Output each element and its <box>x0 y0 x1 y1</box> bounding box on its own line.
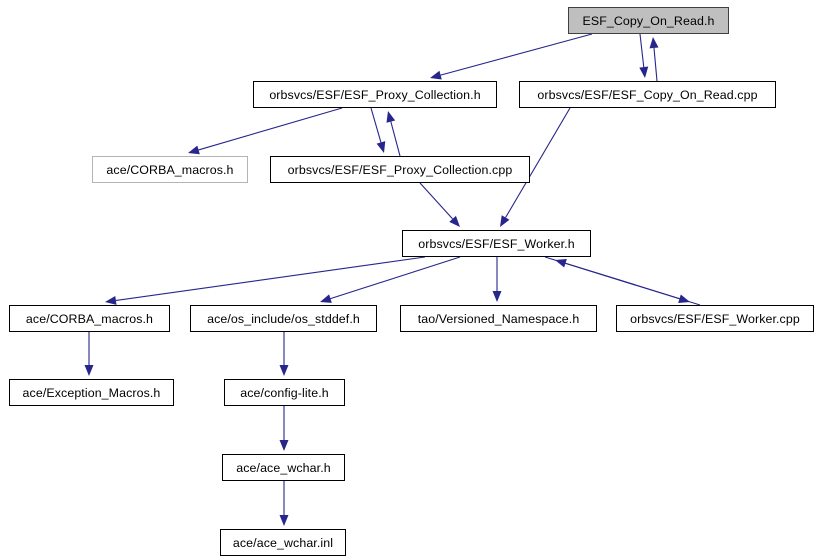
graph-node-exception_macros_h[interactable]: ace/Exception_Macros.h <box>9 379 174 406</box>
graph-node-label: ace/CORBA_macros.h <box>25 311 154 326</box>
edge-shaft <box>505 107 571 218</box>
edge-arrowhead-icon <box>639 66 649 78</box>
edge-arrowhead-icon <box>105 296 117 305</box>
edge-arrowhead-icon <box>279 440 289 451</box>
edge-corba_macros_bottom-to-exception_macros_h <box>84 332 94 376</box>
edge-shaft <box>565 262 701 306</box>
edge-os_stddef_h-to-config_lite_h <box>279 332 289 376</box>
edge-shaft <box>390 121 401 157</box>
edge-shaft <box>419 182 454 220</box>
edge-worker_cpp-to-worker_h <box>555 258 701 306</box>
graph-node-copy_on_read_h[interactable]: ESF_Copy_On_Read.h <box>568 7 729 34</box>
graph-node-label: orbsvcs/ESF/ESF_Worker.cpp <box>630 311 800 326</box>
edge-worker_h-to-os_stddef_h <box>320 256 461 303</box>
edge-arrowhead-icon <box>84 365 94 376</box>
edge-arrowhead-icon <box>492 291 502 302</box>
graph-node-corba_macros_bottom[interactable]: ace/CORBA_macros.h <box>9 305 170 332</box>
graph-node-ace_wchar_h[interactable]: ace/ace_wchar.h <box>222 454 345 481</box>
graph-node-label: tao/Versioned_Namespace.h <box>417 311 580 326</box>
edge-arrowhead-icon <box>649 37 659 49</box>
graph-node-label: orbsvcs/ESF/ESF_Worker.h <box>418 236 575 251</box>
graph-node-corba_macros_top[interactable]: ace/CORBA_macros.h <box>92 156 248 183</box>
graph-node-label: ace/ace_wchar.inl <box>232 535 334 550</box>
edge-ace_wchar_h-to-ace_wchar_inl <box>279 481 289 526</box>
edge-worker_h-to-corba_macros_bottom <box>105 256 426 305</box>
edge-copy_on_read_h-to-proxy_collection_h <box>430 33 593 80</box>
edge-shaft <box>330 256 461 300</box>
edge-copy_on_read_h-to-copy_on_read_cpp <box>639 33 649 78</box>
edge-proxy_collection_cpp-to-proxy_collection_h <box>386 111 401 157</box>
edge-worker_h-to-versioned_namespace_h <box>492 257 502 302</box>
graph-node-config_lite_h[interactable]: ace/config-lite.h <box>224 379 345 406</box>
edge-shaft <box>653 47 658 82</box>
edge-shaft <box>115 256 426 302</box>
graph-node-label: ace/Exception_Macros.h <box>22 385 161 400</box>
edge-arrowhead-icon <box>376 141 386 153</box>
edge-arrowhead-icon <box>279 515 289 526</box>
edge-arrowhead-icon <box>188 145 200 155</box>
graph-node-proxy_collection_h[interactable]: orbsvcs/ESF/ESF_Proxy_Collection.h <box>253 81 497 108</box>
edge-arrowhead-icon <box>386 111 396 123</box>
edge-arrowhead-icon <box>555 258 567 268</box>
edge-proxy_collection_cpp-to-worker_h <box>419 182 460 227</box>
edge-arrowhead-icon <box>500 215 510 227</box>
graph-node-copy_on_read_cpp[interactable]: orbsvcs/ESF/ESF_Copy_On_Read.cpp <box>519 81 776 108</box>
edge-shaft <box>370 107 382 143</box>
graph-node-label: orbsvcs/ESF/ESF_Copy_On_Read.cpp <box>537 87 758 102</box>
graph-node-worker_cpp[interactable]: orbsvcs/ESF/ESF_Worker.cpp <box>616 305 814 332</box>
edge-arrowhead-icon <box>449 215 460 227</box>
edge-config_lite_h-to-ace_wchar_h <box>279 406 289 451</box>
graph-node-label: ESF_Copy_On_Read.h <box>582 13 715 28</box>
edge-proxy_collection_h-to-proxy_collection_cpp <box>370 107 386 153</box>
graph-node-label: ace/ace_wchar.h <box>236 460 331 475</box>
edge-proxy_collection_h-to-corba_macros_top <box>188 107 343 155</box>
edge-shaft <box>198 107 343 151</box>
graph-node-label: orbsvcs/ESF/ESF_Proxy_Collection.cpp <box>287 162 513 177</box>
edge-shaft <box>639 33 645 68</box>
graph-node-label: ace/os_include/os_stddef.h <box>207 311 360 326</box>
graph-node-ace_wchar_inl[interactable]: ace/ace_wchar.inl <box>220 529 346 556</box>
graph-node-worker_h[interactable]: orbsvcs/ESF/ESF_Worker.h <box>402 230 591 257</box>
graph-node-label: ace/CORBA_macros.h <box>106 162 234 177</box>
edge-arrowhead-icon <box>279 365 289 376</box>
graph-node-os_stddef_h[interactable]: ace/os_include/os_stddef.h <box>190 305 377 332</box>
edge-arrowhead-icon <box>430 70 442 80</box>
edge-copy_on_read_cpp-to-worker_h <box>500 107 571 227</box>
graph-node-label: orbsvcs/ESF/ESF_Proxy_Collection.h <box>269 87 481 102</box>
graph-node-versioned_namespace_h[interactable]: tao/Versioned_Namespace.h <box>400 305 597 332</box>
edge-shaft <box>440 33 593 76</box>
edge-arrowhead-icon <box>320 294 332 303</box>
graph-node-proxy_collection_cpp[interactable]: orbsvcs/ESF/ESF_Proxy_Collection.cpp <box>270 156 530 183</box>
edge-copy_on_read_cpp-to-copy_on_read_h <box>649 37 659 82</box>
graph-node-label: ace/config-lite.h <box>240 385 329 400</box>
